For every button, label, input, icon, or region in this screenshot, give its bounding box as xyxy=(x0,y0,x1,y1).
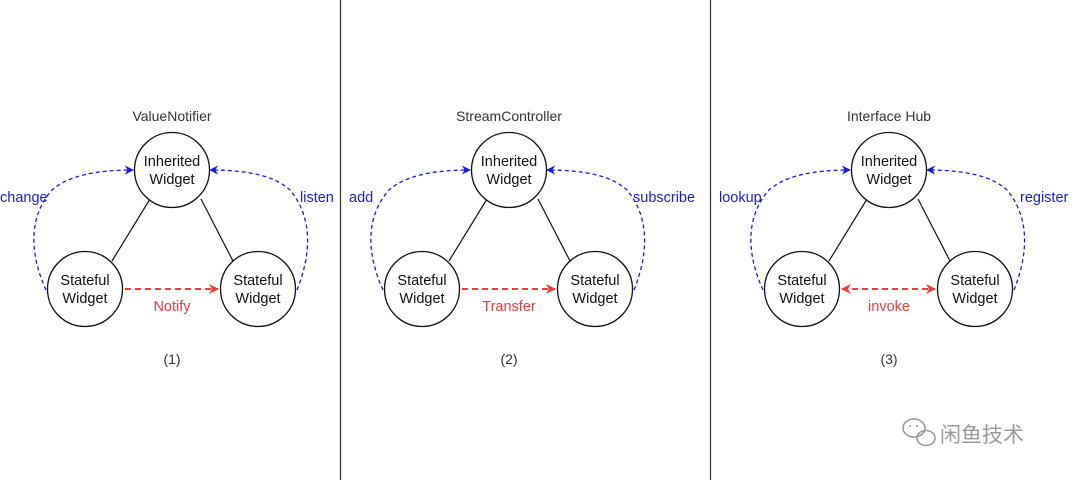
node-stateful-widget-right: Stateful Widget xyxy=(219,250,297,328)
svg-text:Widget: Widget xyxy=(952,291,997,307)
bottom-edge-label: Notify xyxy=(153,299,191,315)
panel-number: (1) xyxy=(163,351,180,367)
svg-text:Widget: Widget xyxy=(779,291,824,307)
panel-title: ValueNotifier xyxy=(132,108,211,124)
left-edge-label: add xyxy=(349,190,373,206)
watermark-text: 闲鱼技术 xyxy=(940,423,1024,447)
svg-text:Stateful: Stateful xyxy=(397,273,446,289)
right-edge-label: register xyxy=(1020,190,1069,206)
edge-right-dashed xyxy=(546,165,646,291)
left-edge-label: change xyxy=(0,190,48,206)
wechat-icon xyxy=(902,418,936,447)
svg-text:Inherited: Inherited xyxy=(144,154,200,170)
edge-top-right xyxy=(917,198,951,262)
panel-2: StreamController add subscribe Transfer … xyxy=(349,108,695,367)
right-edge-label: listen xyxy=(300,190,334,206)
bottom-edge-label: invoke xyxy=(868,299,910,315)
svg-text:Widget: Widget xyxy=(235,291,280,307)
node-stateful-widget-left: Stateful Widget xyxy=(383,250,461,328)
panel-title: Interface Hub xyxy=(847,108,931,124)
node-inherited-widget: Inherited Widget xyxy=(470,131,548,209)
left-edge-label: lookup xyxy=(719,190,762,206)
svg-text:Widget: Widget xyxy=(149,172,194,188)
edge-top-left xyxy=(828,198,868,262)
edge-top-left xyxy=(448,198,488,262)
right-edge-label: subscribe xyxy=(633,190,695,206)
node-stateful-widget-left: Stateful Widget xyxy=(46,250,124,328)
panel-1: ValueNotifier change listen Notify Inher… xyxy=(0,108,334,367)
svg-text:Stateful: Stateful xyxy=(777,273,826,289)
svg-text:Widget: Widget xyxy=(866,172,911,188)
node-inherited-widget: Inherited Widget xyxy=(850,131,928,209)
svg-text:Widget: Widget xyxy=(486,172,531,188)
edge-right-dashed xyxy=(209,165,309,291)
svg-text:Stateful: Stateful xyxy=(950,273,999,289)
edge-left-dashed xyxy=(750,165,851,291)
svg-text:Widget: Widget xyxy=(399,291,444,307)
edge-top-right xyxy=(537,198,571,262)
node-stateful-widget-right: Stateful Widget xyxy=(936,250,1014,328)
svg-text:Inherited: Inherited xyxy=(861,154,917,170)
svg-text:Stateful: Stateful xyxy=(570,273,619,289)
svg-text:Widget: Widget xyxy=(572,291,617,307)
svg-text:Stateful: Stateful xyxy=(60,273,109,289)
node-stateful-widget-right: Stateful Widget xyxy=(556,250,634,328)
watermark: 闲鱼技术 xyxy=(902,418,1024,447)
node-inherited-widget: Inherited Widget xyxy=(133,131,211,209)
node-stateful-widget-left: Stateful Widget xyxy=(763,250,841,328)
svg-text:Widget: Widget xyxy=(62,291,107,307)
edge-left-dashed xyxy=(370,165,471,291)
svg-text:Stateful: Stateful xyxy=(233,273,282,289)
edge-top-right xyxy=(200,198,234,262)
edge-left-dashed xyxy=(33,165,134,291)
panel-3: Interface Hub lookup register invoke Inh… xyxy=(719,108,1069,367)
edge-top-left xyxy=(111,198,151,262)
svg-text:Inherited: Inherited xyxy=(481,154,537,170)
panel-number: (2) xyxy=(500,351,517,367)
bottom-edge-label: Transfer xyxy=(482,299,536,315)
edge-right-dashed xyxy=(926,165,1026,291)
panel-title: StreamController xyxy=(456,108,562,124)
panel-number: (3) xyxy=(880,351,897,367)
